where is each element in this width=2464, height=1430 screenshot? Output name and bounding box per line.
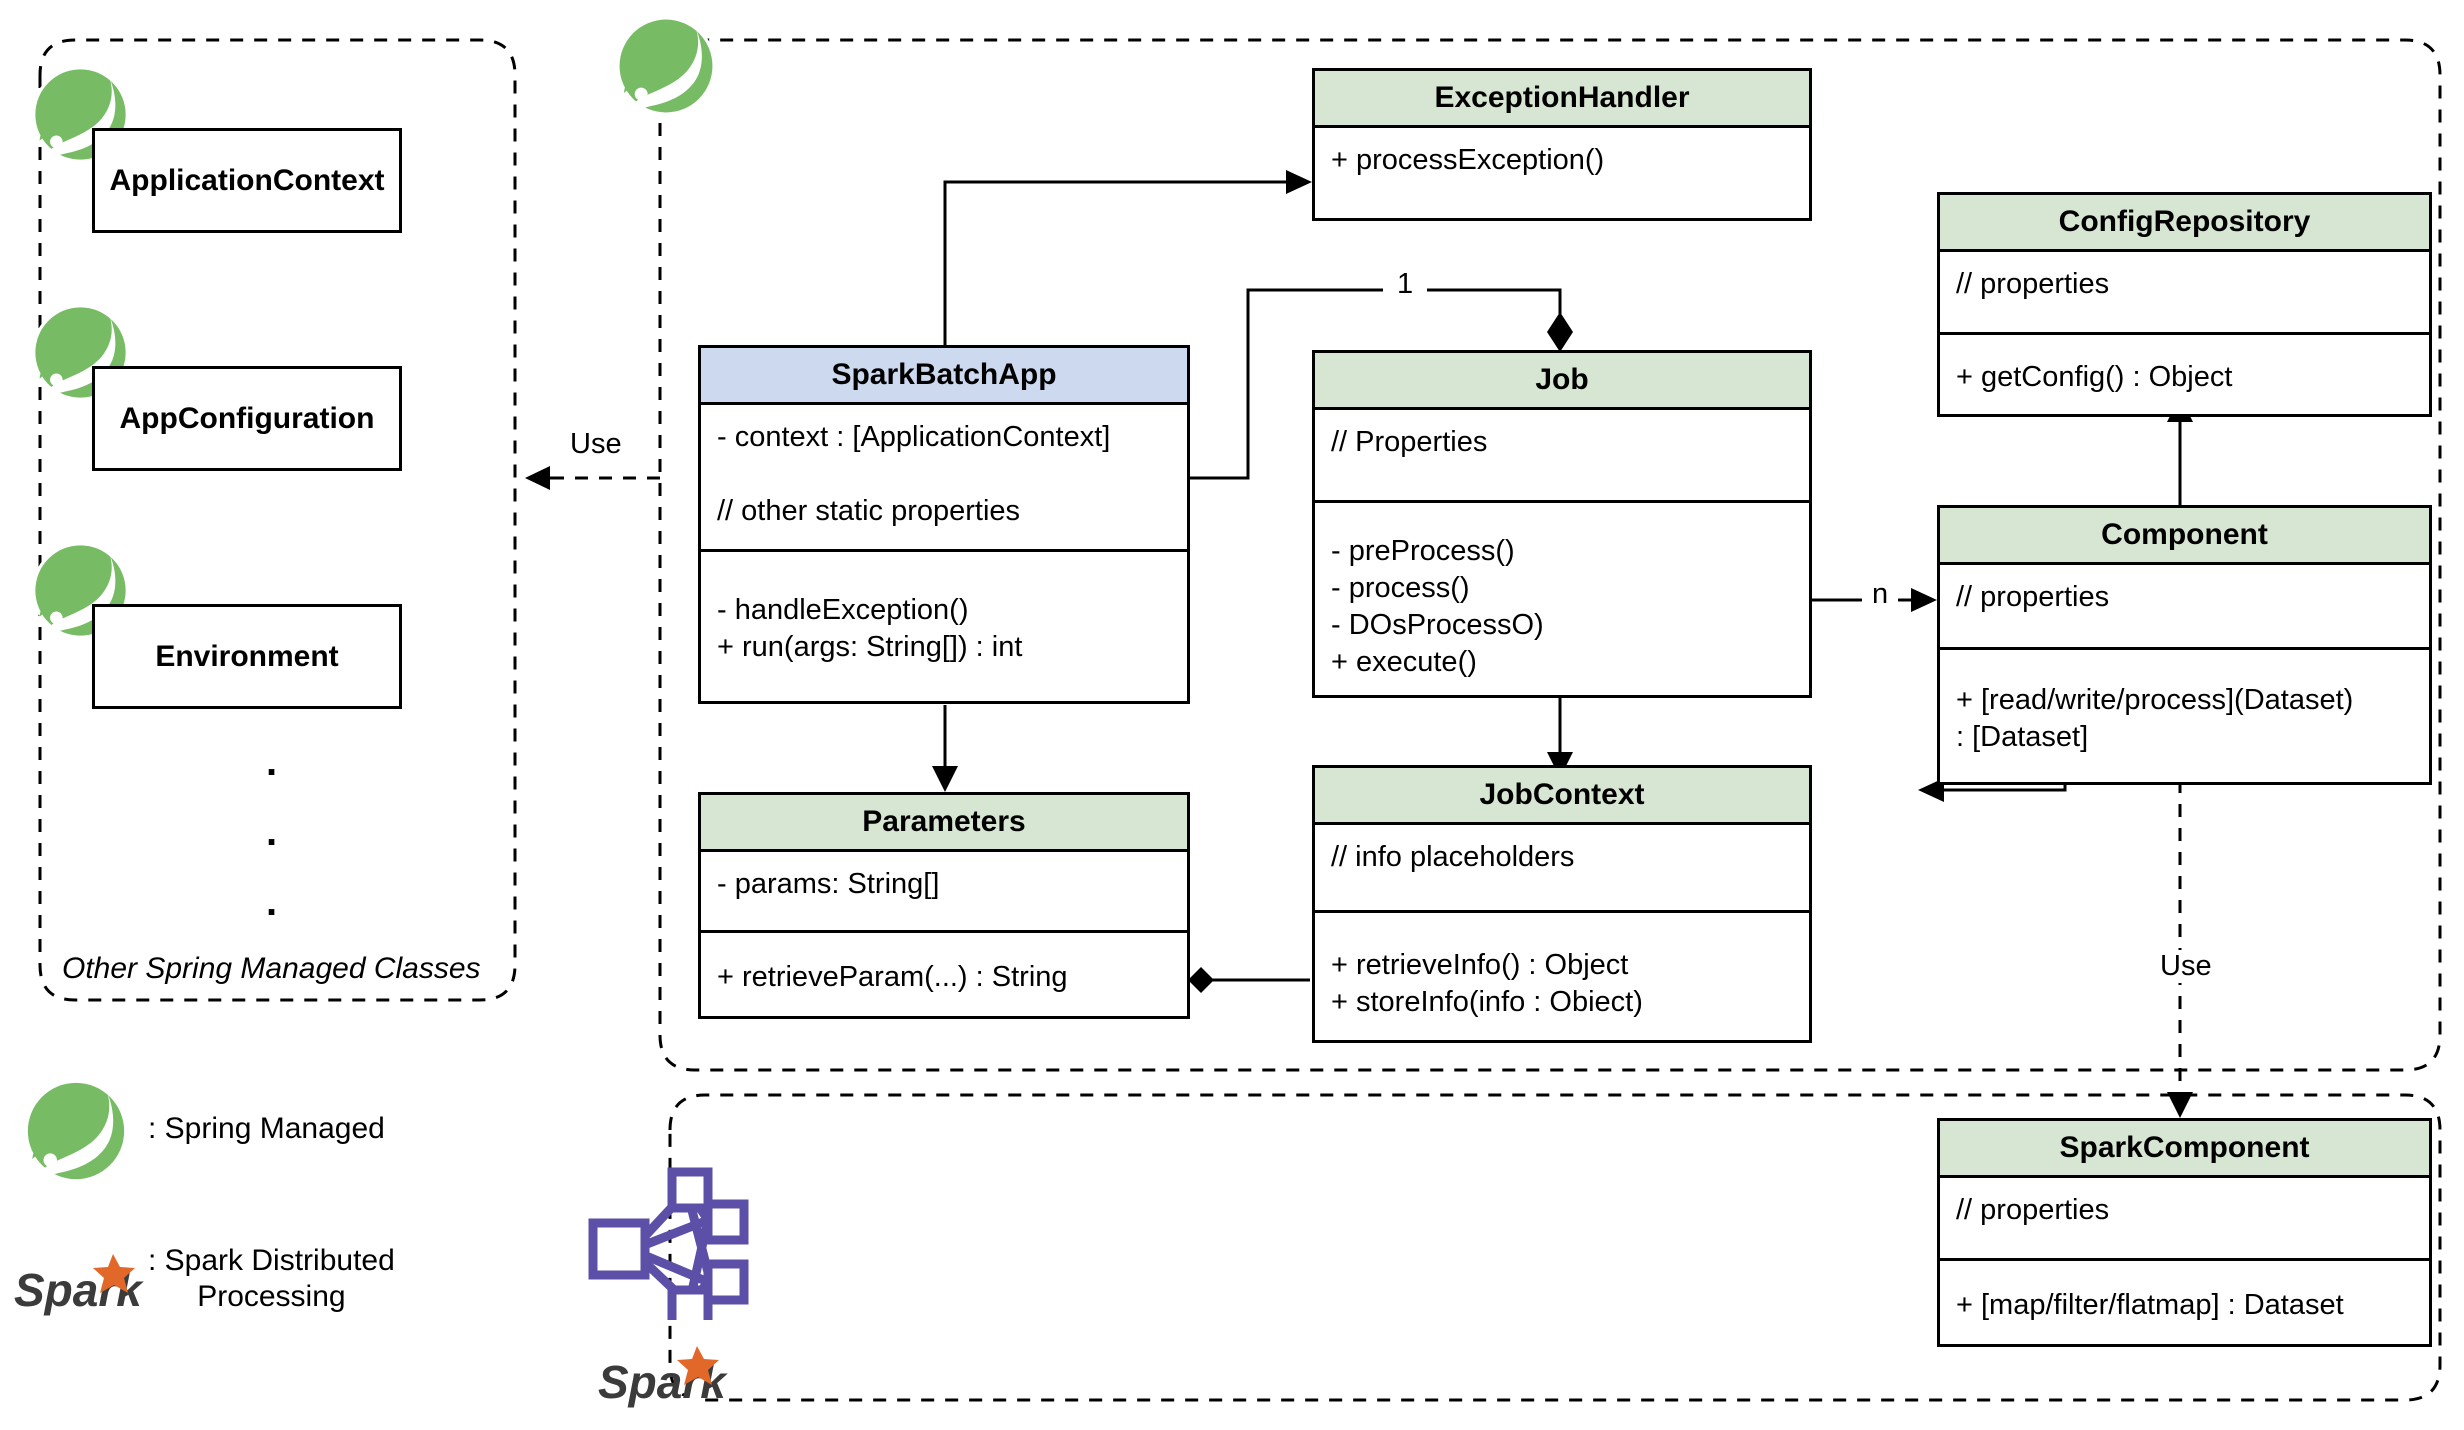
class-parameters-attributes: - params: String[] — [717, 868, 940, 900]
vertical-ellipsis-dot: . — [266, 740, 278, 784]
class-configrepository[interactable]: ConfigRepository // properties + getConf… — [1937, 192, 2432, 417]
class-job[interactable]: Job // Properties - preProcess() - proce… — [1312, 350, 1812, 698]
left-class-applicationcontext-label: ApplicationContext — [109, 163, 385, 197]
class-parameters-title: Parameters — [701, 795, 1187, 852]
vertical-ellipsis-dot: . — [266, 880, 278, 924]
left-class-environment[interactable]: Environment — [92, 604, 402, 709]
class-component-methods: + [read/write/process](Dataset) : [Datas… — [1940, 647, 2429, 782]
class-exceptionhandler[interactable]: ExceptionHandler + processException() — [1312, 68, 1812, 221]
edge-job-composition-diamond — [1547, 312, 1573, 352]
class-component-attributes: // properties — [1956, 581, 2110, 613]
spark-logo-icon: Spark — [598, 1346, 728, 1408]
class-job-attributes: // Properties — [1331, 426, 1488, 458]
class-sparkcomponent-title: SparkComponent — [1940, 1121, 2429, 1178]
legend-spark-distributed-label: : Spark Distributed Processing — [148, 1244, 395, 1313]
class-jobcontext[interactable]: JobContext // info placeholders + retrie… — [1312, 765, 1812, 1043]
class-jobcontext-title: JobContext — [1315, 768, 1809, 825]
edge-sparkbatchapp-to-job — [1190, 288, 1562, 480]
edge-sparkbatchapp-to-exceptionhandler — [943, 180, 1300, 345]
class-sparkcomponent[interactable]: SparkComponent // properties + [map/filt… — [1937, 1118, 2432, 1347]
left-class-appconfiguration-label: AppConfiguration — [119, 401, 375, 435]
class-sparkbatchapp-attributes: - context : [ApplicationContext] // othe… — [717, 421, 1111, 528]
vertical-ellipsis-dot: . — [266, 810, 278, 854]
edge-use-left-arrowhead — [525, 466, 550, 490]
legend-spring-managed-label: : Spring Managed — [148, 1112, 385, 1145]
spring-left-container-caption: Other Spring Managed Classes — [62, 952, 481, 985]
class-sparkcomponent-attributes: // properties — [1956, 1194, 2110, 1226]
spark-container-outline — [668, 1093, 2442, 1402]
class-configrepository-title: ConfigRepository — [1940, 195, 2429, 252]
class-component-title: Component — [1940, 508, 2429, 565]
left-class-environment-label: Environment — [155, 639, 339, 673]
class-sparkbatchapp[interactable]: SparkBatchApp - context : [ApplicationCo… — [698, 345, 1190, 704]
left-class-applicationcontext[interactable]: ApplicationContext — [92, 128, 402, 233]
class-exceptionhandler-methods: + processException() — [1331, 144, 1605, 176]
edge-label-component-multiplicity: n — [1862, 578, 1899, 611]
left-class-appconfiguration[interactable]: AppConfiguration — [92, 366, 402, 471]
spark-distributed-graph-icon — [588, 1167, 749, 1320]
edge-label-job-multiplicity: 1 — [1383, 268, 1428, 301]
class-job-methods: - preProcess() - process() - DOsProcessO… — [1315, 500, 1809, 695]
edge-parameters-composition-diamond — [1188, 967, 1214, 993]
class-sparkbatchapp-methods: - handleException() + run(args: String[]… — [701, 549, 1187, 701]
class-jobcontext-attributes: // info placeholders — [1331, 841, 1575, 873]
spring-leaf-icon — [616, 16, 716, 116]
class-parameters[interactable]: Parameters - params: String[] + retrieve… — [698, 792, 1190, 1019]
class-job-title: Job — [1315, 353, 1809, 410]
class-configrepository-attributes: // properties — [1956, 268, 2110, 300]
edge-label-use-left: Use — [570, 428, 622, 460]
edge-use-right-arrowhead — [2167, 1092, 2193, 1118]
spark-logo-icon: Spark — [14, 1254, 144, 1316]
class-component[interactable]: Component // properties + [read/write/pr… — [1937, 505, 2432, 785]
class-exceptionhandler-title: ExceptionHandler — [1315, 71, 1809, 128]
edge-label-use-right: Use — [2148, 950, 2224, 983]
class-sparkcomponent-methods: + [map/filter/flatmap] : Dataset — [1940, 1258, 2429, 1344]
class-sparkbatchapp-title: SparkBatchApp — [701, 348, 1187, 405]
class-jobcontext-methods: + retrieveInfo() : Object + storeInfo(in… — [1315, 910, 1809, 1040]
class-configrepository-methods: + getConfig() : Object — [1940, 332, 2429, 414]
spring-leaf-icon — [24, 1079, 128, 1183]
class-parameters-methods: + retrieveParam(...) : String — [701, 930, 1187, 1016]
